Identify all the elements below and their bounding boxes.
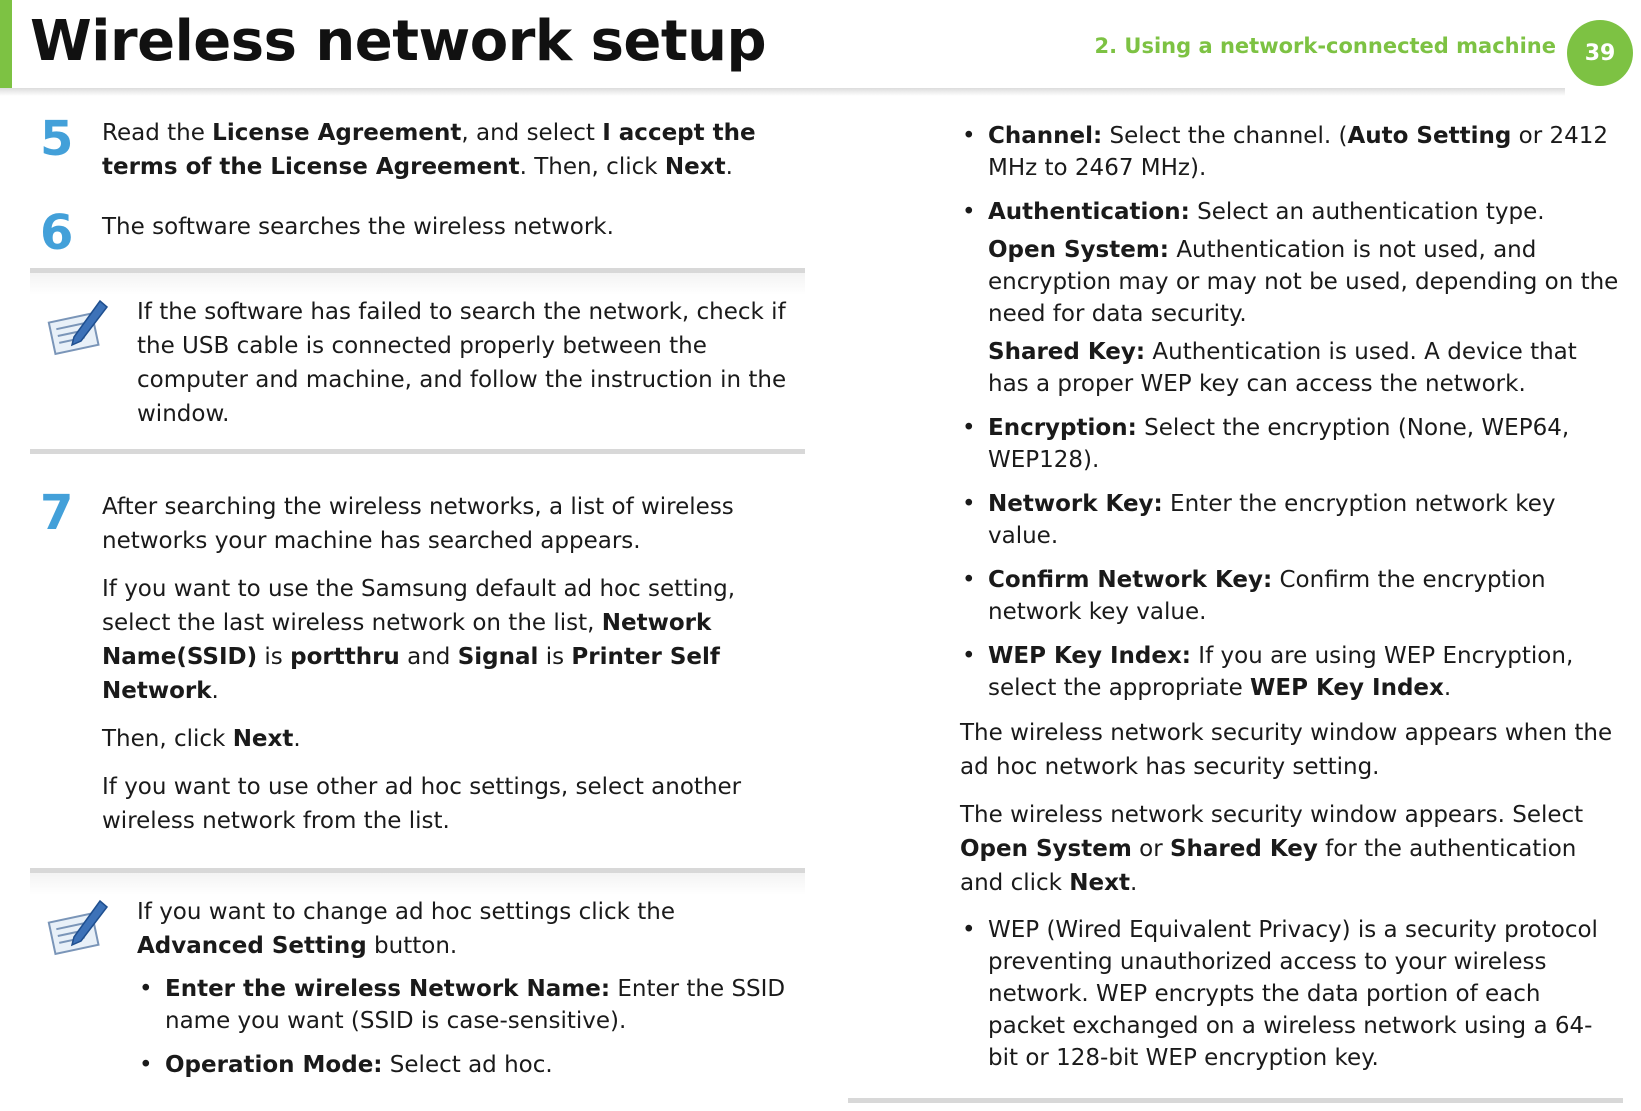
right-text-block: The wireless network security window app… — [960, 716, 1625, 900]
auth-option: Shared Key: Authentication is used. A de… — [988, 339, 1577, 397]
step-number: 6 — [40, 205, 74, 261]
right-column: Channel: Select the channel. (Auto Setti… — [848, 116, 1623, 1103]
note-pencil-icon — [47, 299, 109, 356]
note-box-wep: WEP (Wired Equivalent Privacy) is a secu… — [848, 914, 1623, 1103]
note-text: If you want to change ad hoc settings cl… — [137, 899, 676, 959]
list-item: Network Key: Enter the encryption networ… — [960, 488, 1623, 552]
step-text: If you want to use other ad hoc settings… — [102, 774, 742, 834]
wep-note-list: WEP (Wired Equivalent Privacy) is a secu… — [960, 914, 1620, 1074]
auth-option: Open System: Authentication is not used,… — [988, 237, 1619, 327]
settings-list: Channel: Select the channel. (Auto Setti… — [960, 120, 1623, 704]
step-text: After searching the wireless networks, a… — [102, 494, 734, 554]
step-7: 7 After searching the wireless networks,… — [40, 485, 810, 838]
header-accent-bar — [0, 0, 12, 95]
note-text: If the software has failed to search the… — [137, 299, 787, 427]
step-number: 7 — [40, 485, 74, 541]
list-item: Confirm Network Key: Confirm the encrypt… — [960, 564, 1623, 628]
page-title: Wireless network setup — [30, 9, 767, 74]
list-item: WEP Key Index: If you are using WEP Encr… — [960, 640, 1623, 704]
step-text: The software searches the wireless netwo… — [102, 214, 614, 240]
list-item: WEP (Wired Equivalent Privacy) is a secu… — [960, 914, 1620, 1074]
step-5: 5 Read the License Agreement, and select… — [40, 111, 810, 184]
step-text: If you want to use the Samsung default a… — [102, 576, 736, 704]
note-box: If the software has failed to search the… — [30, 268, 805, 454]
left-column: 5 Read the License Agreement, and select… — [30, 111, 810, 1111]
list-item: Channel: Select the channel. (Auto Setti… — [960, 120, 1623, 184]
step-6: 6 The software searches the wireless net… — [40, 208, 810, 258]
section-title: 2. Using a network-connected machine — [1094, 34, 1556, 58]
paragraph: The wireless network security window app… — [960, 720, 1613, 780]
header-divider — [0, 88, 1565, 96]
list-item: Enter the wireless Network Name: Enter t… — [137, 973, 805, 1037]
step-text: Read the License Agreement, and select I… — [102, 120, 756, 180]
paragraph: The wireless network security window app… — [960, 802, 1584, 896]
list-item: Encryption: Select the encryption (None,… — [960, 412, 1623, 476]
step-number: 5 — [40, 111, 74, 167]
advanced-settings-list: Enter the wireless Network Name: Enter t… — [137, 973, 805, 1081]
page-number-badge: 39 — [1567, 20, 1633, 86]
list-item: Operation Mode: Select ad hoc. — [137, 1049, 805, 1081]
step-text: Then, click Next. — [102, 726, 301, 752]
note-box-advanced: If you want to change ad hoc settings cl… — [30, 868, 805, 1111]
list-item: Authentication: Select an authentication… — [960, 196, 1623, 400]
note-pencil-icon — [47, 899, 109, 956]
